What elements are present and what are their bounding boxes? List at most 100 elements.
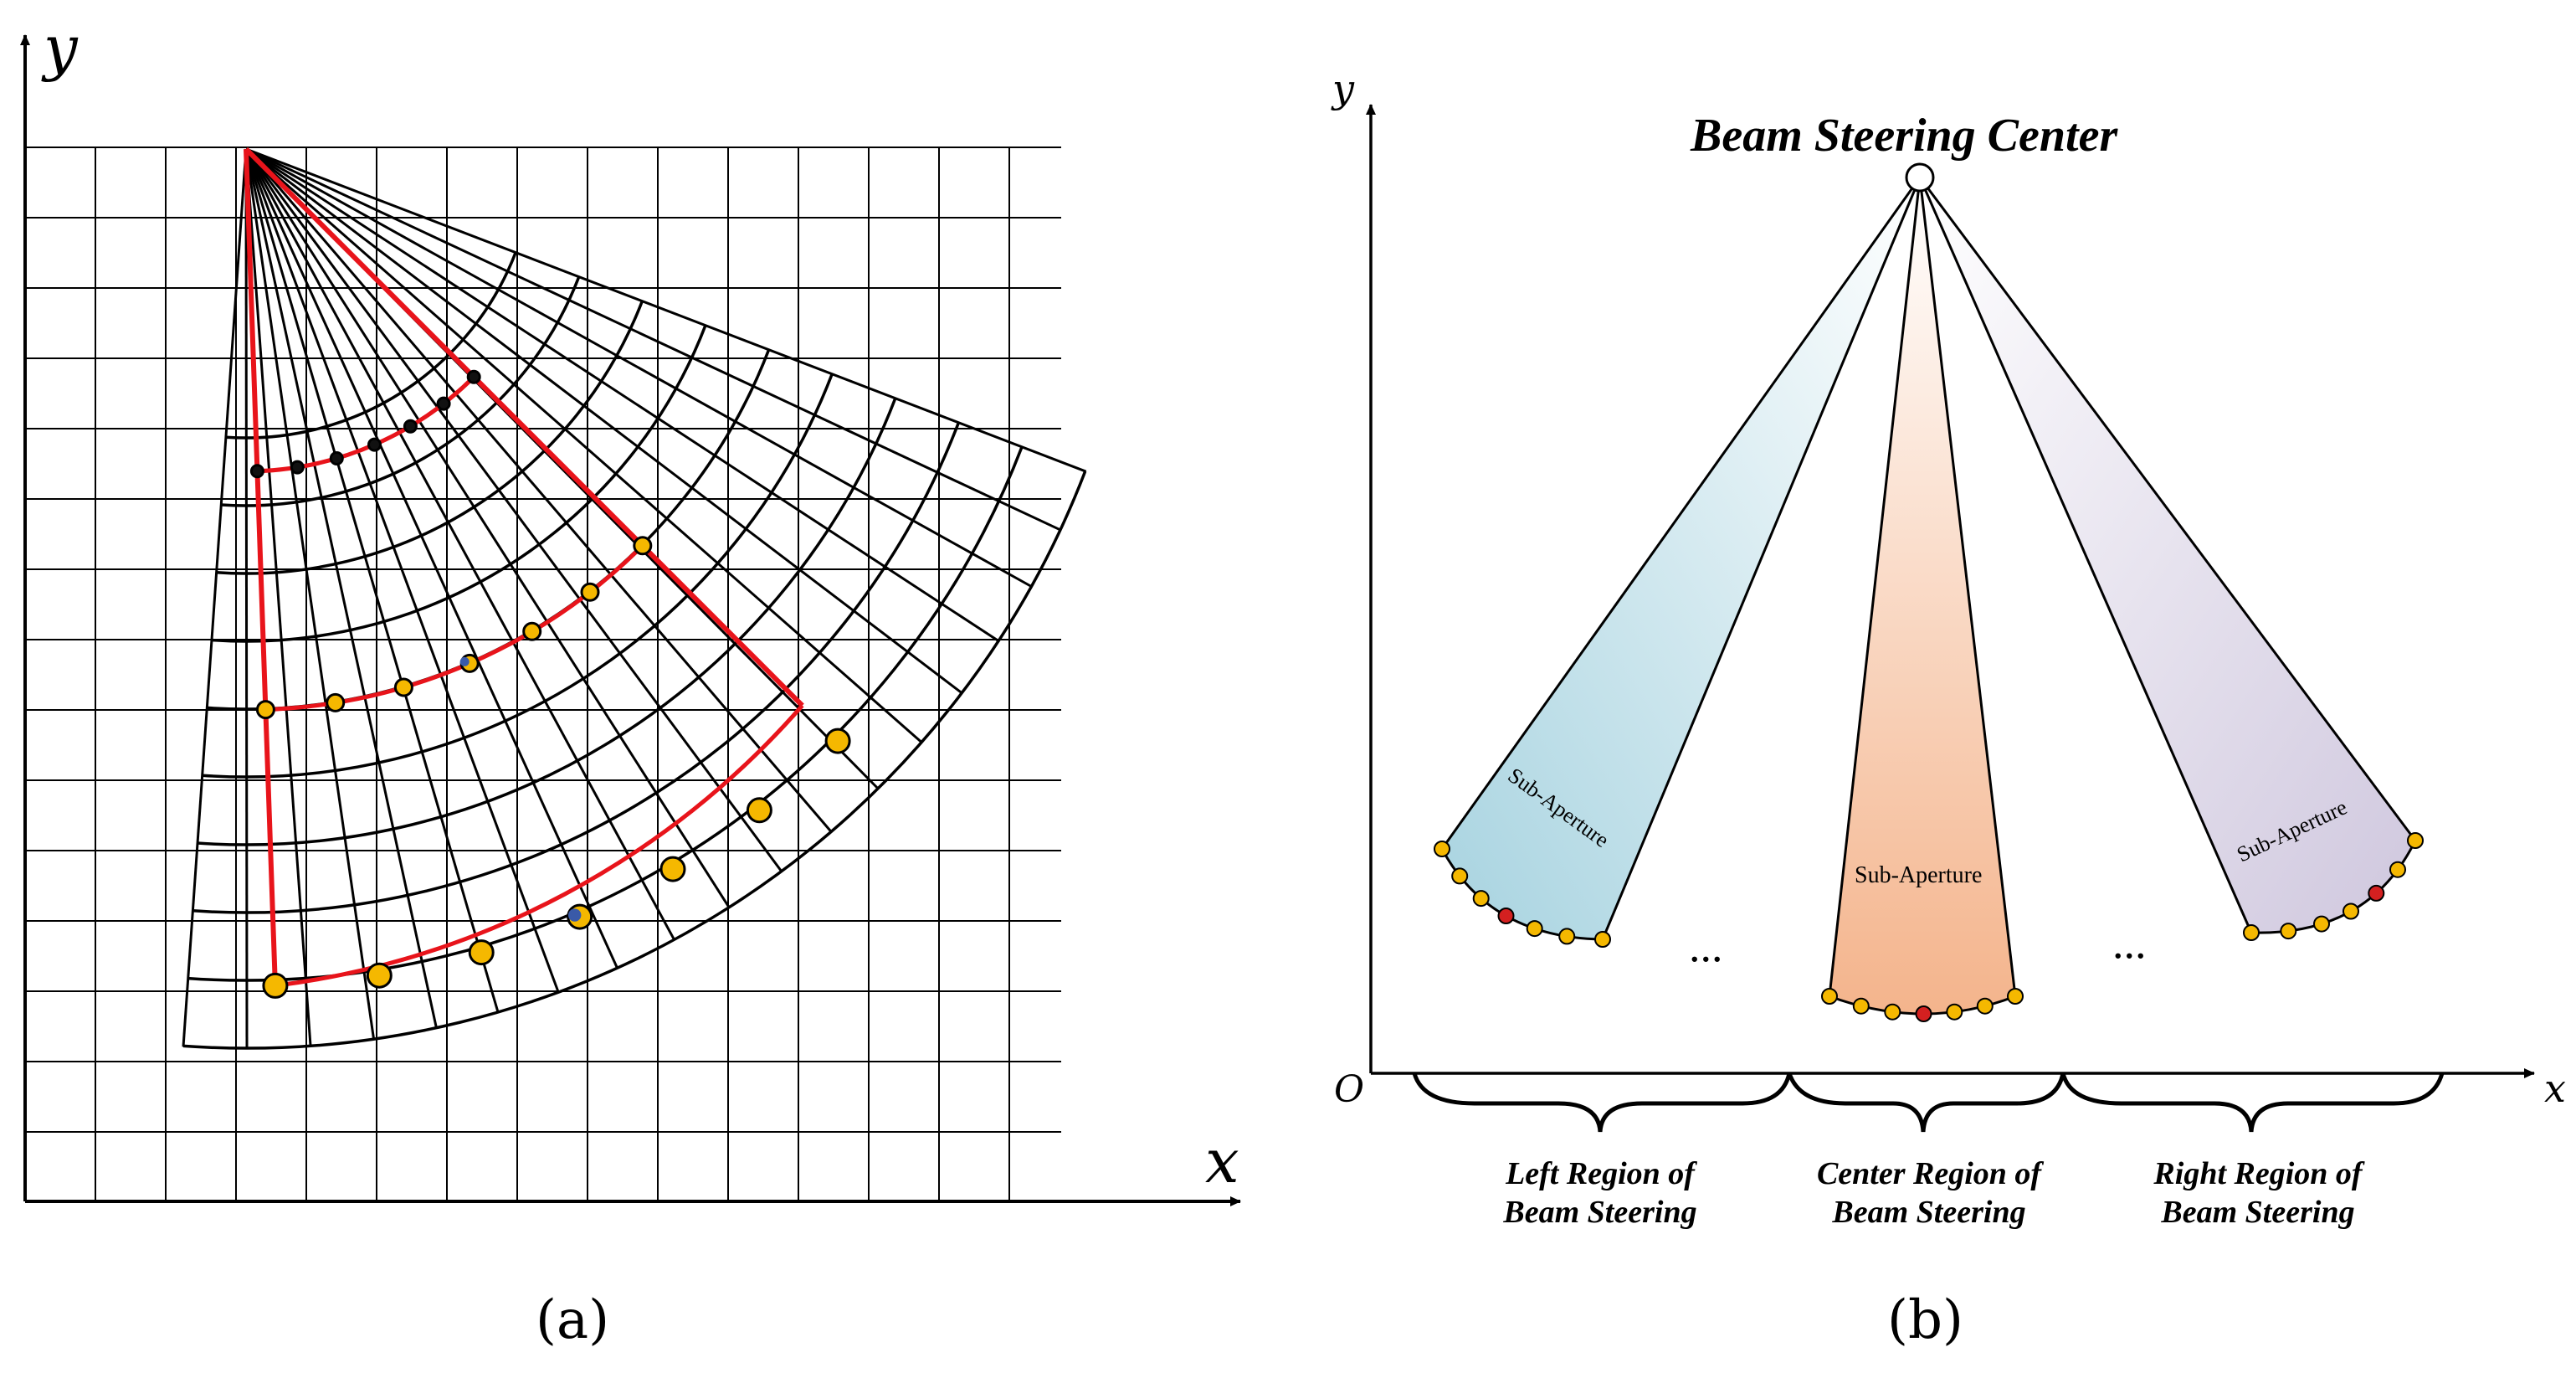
outer-arc-point <box>366 962 393 989</box>
fan-ray <box>244 148 249 1050</box>
right-region-label-line1: Right Region of <box>2153 1156 2364 1191</box>
right-aperture-point <box>2368 884 2385 902</box>
center-aperture-point <box>2007 988 2024 1005</box>
inner-arc-point <box>466 369 481 384</box>
polar-fan <box>182 147 1087 1050</box>
left-region-label-line1: Left Region of <box>1505 1156 1697 1191</box>
right-aperture-point <box>2389 861 2406 878</box>
fan-ray <box>244 148 676 941</box>
center-region-label-line1: Center Region of <box>1817 1156 2044 1191</box>
inner-arc-point <box>329 451 344 465</box>
fan-arc <box>197 398 897 846</box>
fan-ray <box>244 148 376 1041</box>
fan-ray <box>244 148 439 1029</box>
fan-ray <box>245 147 1000 643</box>
left-region-label-line2: Beam Steering <box>1502 1195 1696 1230</box>
middle-arc-point <box>580 582 600 602</box>
outer-arc-point <box>262 972 289 999</box>
fan-ray <box>245 147 1033 589</box>
outer-arc-point <box>746 797 772 824</box>
fan-arc <box>211 325 707 643</box>
center-aperture-point <box>1852 997 1870 1015</box>
middle-arc-point <box>326 692 346 712</box>
fan-ray <box>245 147 1087 473</box>
outer-arc-point <box>659 856 686 882</box>
region-labels: Left Region of Beam Steering Center Regi… <box>1502 1156 2365 1230</box>
cartesian-grid <box>24 147 1061 1203</box>
middle-arc-point <box>522 621 542 641</box>
b-y-axis-label: y <box>1331 66 1355 111</box>
right-region-brace <box>2060 1072 2445 1133</box>
fan-ray <box>244 148 619 969</box>
center-aperture-point <box>1976 997 1994 1015</box>
right-ellipsis: ... <box>2112 918 2147 968</box>
left-aperture-point <box>1434 841 1450 857</box>
fan-ray <box>244 148 783 873</box>
red-edge-line <box>244 147 804 986</box>
center-mark <box>459 656 470 666</box>
origin-label: O <box>1334 1068 1364 1111</box>
center-aperture-point <box>1946 1003 1963 1021</box>
fan-ray <box>182 148 248 1047</box>
outer-arc-point <box>824 728 851 754</box>
inner-arc-point <box>367 437 382 452</box>
left-aperture-point <box>1497 908 1515 924</box>
center-region-brace <box>1787 1072 2065 1133</box>
fan-ray <box>244 148 731 909</box>
b-x-axis-label: x <box>2544 1066 2566 1111</box>
beam-steering-center-point <box>1905 162 1935 193</box>
fan-ray <box>244 148 312 1047</box>
right-aperture-point <box>2407 832 2424 849</box>
fan-ray <box>244 148 560 994</box>
fan-arc <box>221 276 581 507</box>
region-braces <box>1412 1072 2445 1133</box>
fan-arc <box>202 373 834 779</box>
fan-ray <box>245 147 1062 532</box>
middle-arc-point <box>393 677 413 697</box>
inner-arc-point <box>290 460 305 475</box>
beam-steering-center-title: Beam Steering Center <box>1690 110 2118 162</box>
right-aperture-point <box>2313 915 2330 933</box>
fan-ray <box>245 147 963 695</box>
right-aperture-point <box>2343 902 2359 920</box>
center-mark <box>568 908 582 922</box>
red-arc-outer <box>275 704 804 988</box>
left-aperture-point <box>1526 920 1543 938</box>
panel-b-beam-steering: Beam Steering Center Sub-Aperture Sub-Ap… <box>1331 66 2566 1351</box>
left-ellipsis: ... <box>1689 921 1723 971</box>
fan-arc <box>182 471 1087 1050</box>
right-region-label-line2: Beam Steering <box>2160 1195 2354 1230</box>
sample-points <box>249 369 851 999</box>
panel-a-label: (a) <box>536 1289 609 1351</box>
fan-ray <box>245 147 923 744</box>
center-sub-aperture-label: Sub-Aperture <box>1855 862 1982 888</box>
panel-a-polar-grid: y x (a) <box>20 13 1241 1351</box>
middle-arc-point <box>255 700 275 720</box>
fan-ray <box>244 148 833 834</box>
inner-arc-point <box>436 396 451 411</box>
left-aperture-point <box>1451 867 1469 885</box>
right-aperture-point <box>2280 923 2297 940</box>
fan-arc <box>216 301 644 575</box>
fan-ray <box>244 148 500 1014</box>
inner-arc-point <box>249 464 264 479</box>
outer-arc-point <box>468 939 495 966</box>
y-axis-label: y <box>41 13 79 83</box>
fan-arc <box>225 251 517 440</box>
center-aperture-point <box>1884 1003 1901 1021</box>
center-region-label-line2: Beam Steering <box>1831 1195 2025 1230</box>
center-aperture-point <box>1915 1005 1932 1022</box>
aperture-points <box>1434 832 2424 1022</box>
left-aperture-point <box>1472 890 1490 908</box>
left-aperture-point <box>1594 931 1611 948</box>
right-aperture-point <box>2243 924 2260 941</box>
left-aperture-point <box>1558 928 1576 945</box>
panel-b-label: (b) <box>1887 1289 1963 1351</box>
middle-arc-point <box>633 536 653 556</box>
inner-arc-point <box>403 419 418 434</box>
center-aperture-point <box>1821 988 1838 1005</box>
fan-arc <box>192 422 961 914</box>
left-region-brace <box>1412 1072 1792 1133</box>
x-axis-label: x <box>1205 1126 1239 1196</box>
